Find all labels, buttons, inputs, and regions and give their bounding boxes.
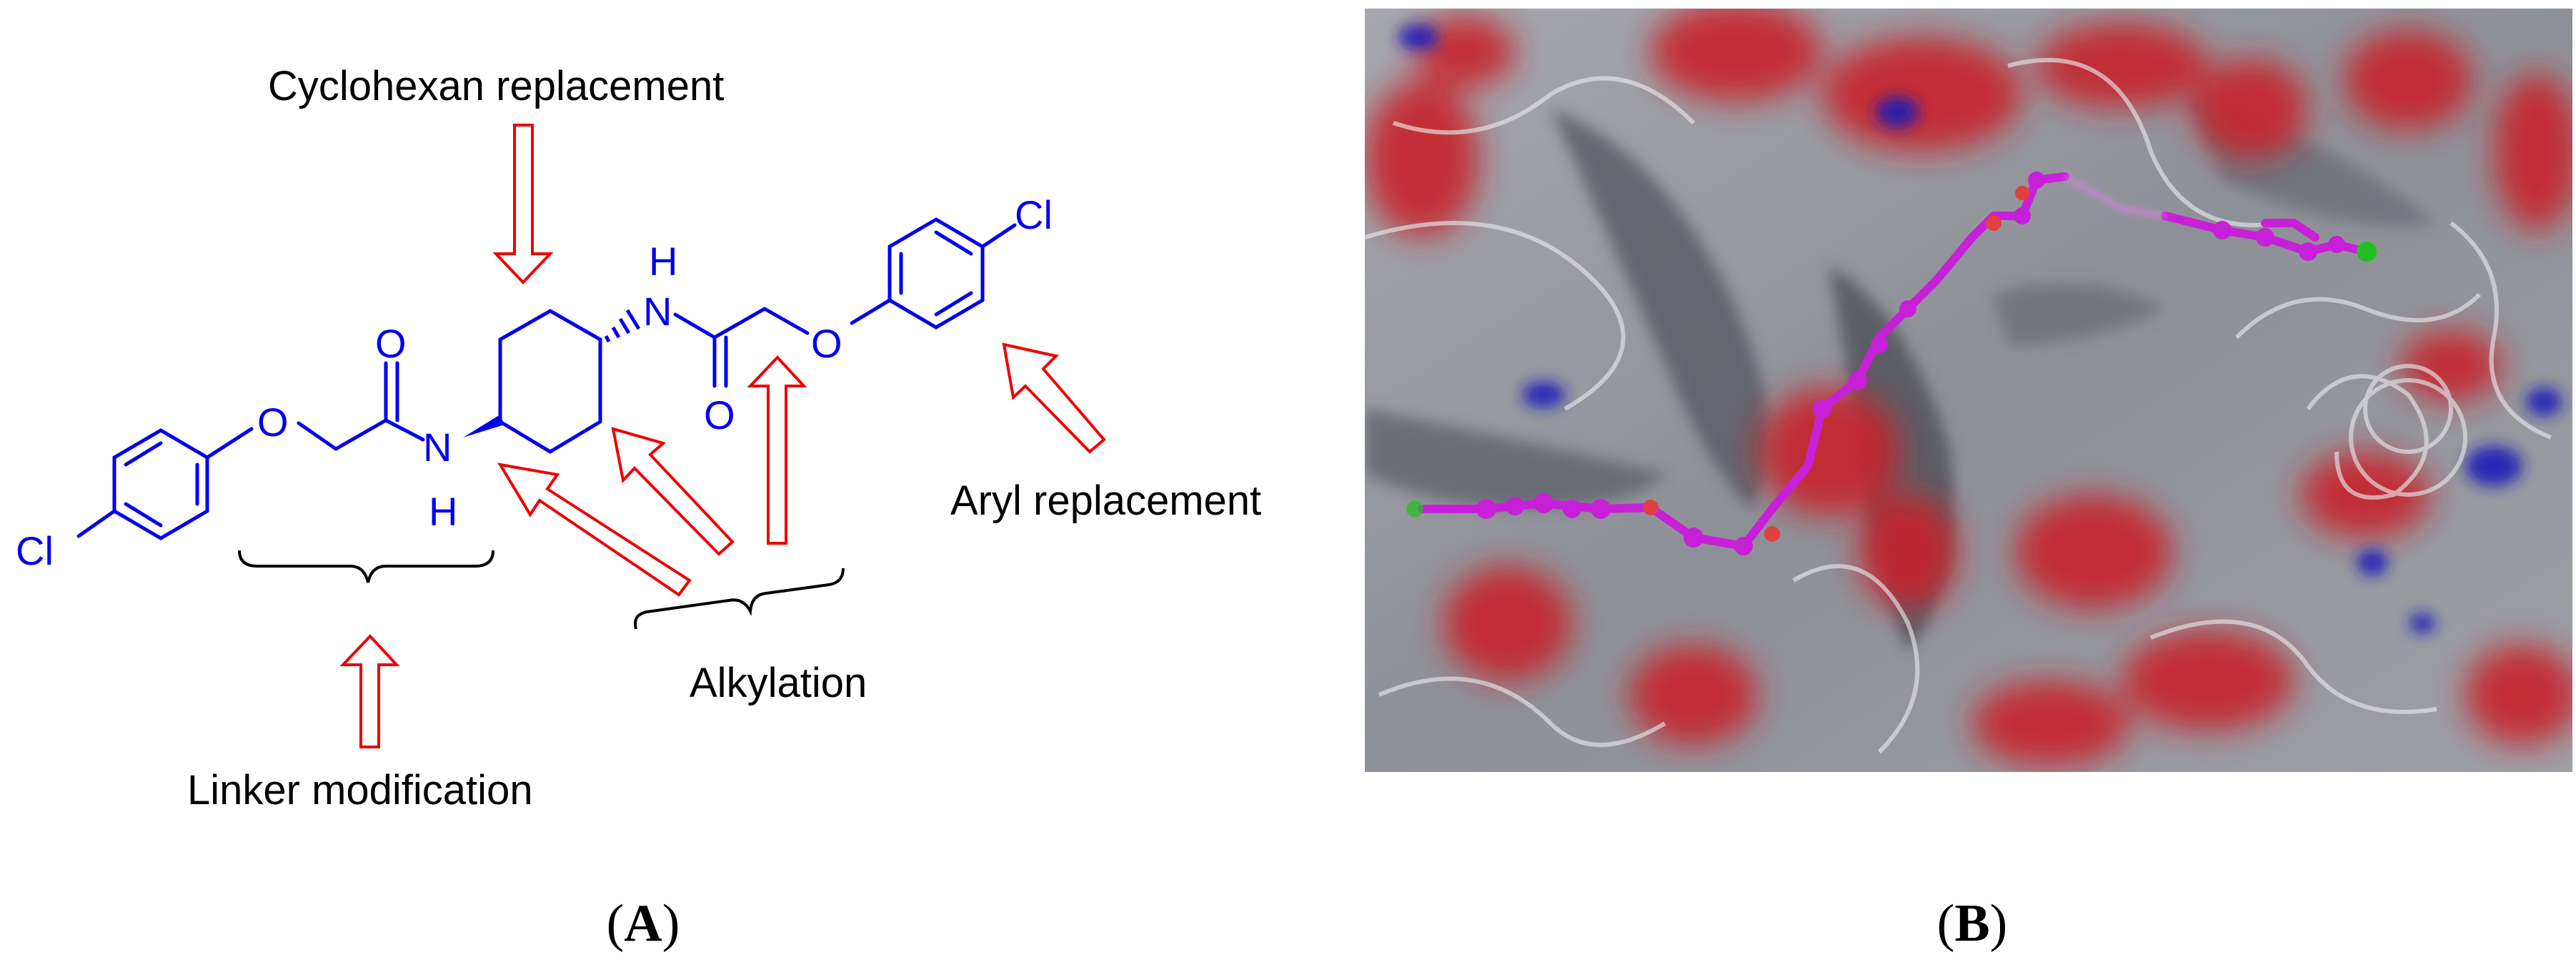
label-alkylation: Alkylation (690, 660, 867, 706)
atom-h-left: H (429, 489, 457, 534)
hashed-bond-right (604, 309, 641, 343)
panel-a-structure-diagram: Cyclohexan replacement Linker modificati… (16, 63, 1261, 808)
ligand-chlorine-right (2357, 242, 2377, 262)
panel-b-docking-surface (1365, 9, 2572, 772)
label-cyclohexan-replacement: Cyclohexan replacement (268, 63, 724, 109)
atom-n-right: N (643, 289, 672, 334)
nitrogen-patches (1398, 24, 2562, 633)
arrow-linker (339, 634, 400, 748)
right-benzene-ring (887, 217, 985, 330)
ligand-chlorine-left (1406, 500, 1423, 518)
molecule-skeleton (76, 217, 1017, 540)
wedge-bond-left (463, 415, 504, 437)
atom-cl-left: Cl (16, 528, 54, 573)
caption-b: (B) (1936, 894, 2008, 953)
ligand-ball-and-stick (1406, 172, 2377, 555)
arrow-aryl (1002, 342, 1106, 454)
atom-o-carbonyl-left: O (375, 321, 407, 366)
label-aryl-replacement: Aryl replacement (950, 477, 1261, 524)
atom-o-ether-right: O (811, 321, 842, 366)
brace-linker (238, 550, 494, 583)
cyclohexane-ring (498, 309, 602, 454)
oxygen-patches (1365, 9, 2572, 766)
arrow-alkylation-2 (611, 427, 735, 556)
left-benzene-ring (112, 428, 209, 540)
caption-a: (A) (606, 894, 680, 953)
atom-o-ether-left: O (257, 400, 289, 445)
atom-n-left: N (423, 425, 452, 470)
arrow-alkylation-1 (497, 462, 692, 597)
arrow-cyclohexan (492, 124, 554, 284)
brace-alkylation (634, 568, 845, 630)
arrow-alkylation-3 (747, 355, 807, 545)
atom-h-right: H (649, 239, 677, 284)
atom-o-carbonyl-right: O (704, 392, 735, 437)
label-linker-modification: Linker modification (187, 767, 533, 808)
atom-cl-right: Cl (1015, 192, 1053, 237)
